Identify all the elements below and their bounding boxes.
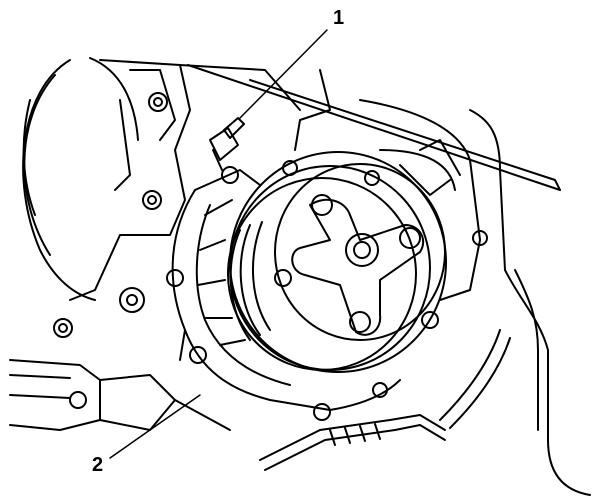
engine-block-outline	[69, 59, 561, 301]
refrigerant-lines	[259, 329, 511, 471]
engine-bolts	[53, 92, 488, 421]
callout-1: 1	[333, 7, 345, 29]
compressor-flange	[171, 169, 401, 411]
engine-pulley-outline	[22, 57, 139, 301]
leader-line-2	[109, 394, 201, 459]
leader-line-1	[239, 29, 328, 119]
bracket-outline	[359, 99, 591, 496]
clutch-bolts	[274, 160, 439, 329]
callout-2: 2	[92, 454, 104, 476]
lower-bracket	[9, 359, 231, 431]
mounting-stud	[209, 117, 245, 171]
compressor-clutch	[227, 151, 447, 373]
leader-lines	[109, 29, 328, 459]
clutch-hub-plate	[291, 194, 425, 336]
